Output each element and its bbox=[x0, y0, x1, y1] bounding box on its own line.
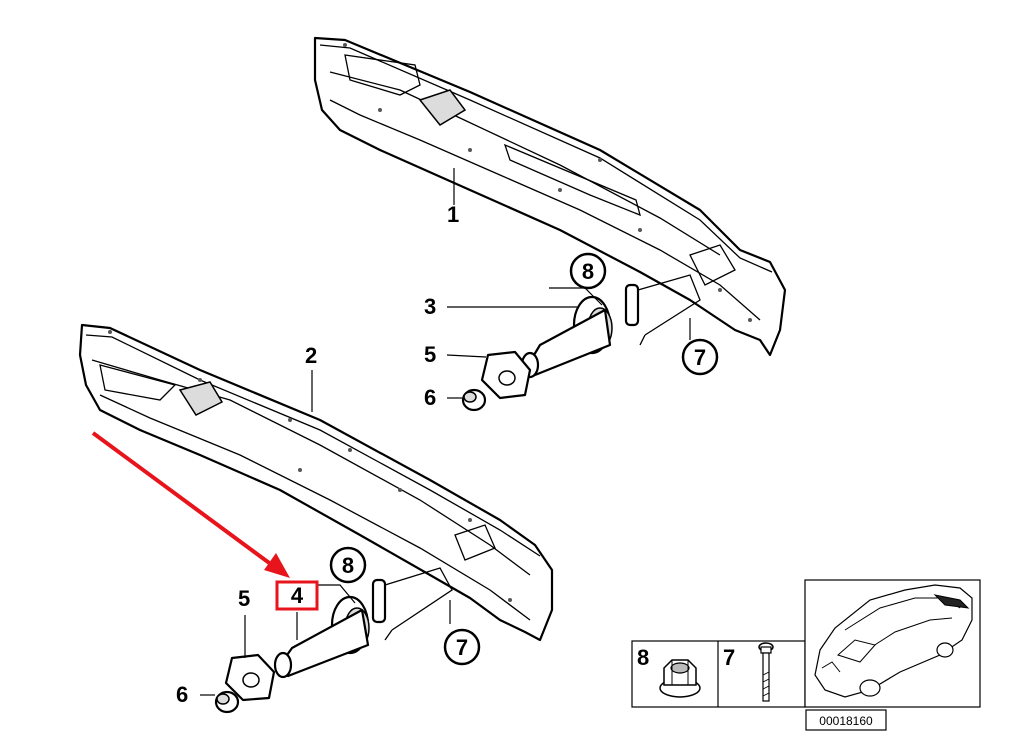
parts-table: 8 7 bbox=[631, 579, 981, 731]
callout-8-bottom: 8 bbox=[342, 553, 354, 578]
bracket-stud-top bbox=[624, 274, 701, 346]
callout-3: 3 bbox=[424, 294, 436, 319]
nut-top bbox=[461, 388, 487, 412]
callout-8-bottom-circle: 8 bbox=[329, 546, 367, 584]
flange-nut-icon bbox=[659, 659, 701, 698]
car-outline-icon bbox=[814, 584, 973, 698]
callout-4: 4 bbox=[291, 583, 304, 608]
diagram-reference-number: 00018160 bbox=[819, 714, 873, 728]
callout-7-bottom-circle: 7 bbox=[443, 628, 481, 666]
callout-7-top-circle: 7 bbox=[681, 338, 719, 376]
impact-absorber-bottom bbox=[273, 595, 370, 679]
bumper-carrier-top bbox=[313, 36, 787, 357]
callout-7-top: 7 bbox=[694, 345, 706, 370]
bumper-carrier-bottom bbox=[78, 323, 554, 642]
callout-1: 1 bbox=[447, 202, 459, 227]
washer-top bbox=[480, 350, 532, 400]
callout-8-top-circle: 8 bbox=[569, 252, 607, 290]
highlight-arrow bbox=[91, 431, 290, 578]
callout-8-top: 8 bbox=[582, 259, 594, 284]
callout-6-top: 6 bbox=[424, 385, 436, 410]
bracket-stud-bottom bbox=[371, 567, 453, 641]
callout-5-top: 5 bbox=[424, 342, 436, 367]
nut-bottom bbox=[214, 690, 240, 714]
washer-bottom bbox=[224, 653, 276, 702]
parts-table-col-8: 8 bbox=[637, 645, 649, 670]
bolt-icon bbox=[758, 642, 774, 702]
highlight-box-part-4: 4 bbox=[275, 580, 319, 611]
callout-7-bottom: 7 bbox=[456, 635, 468, 660]
parts-table-col-7: 7 bbox=[723, 645, 735, 670]
callout-5-bottom: 5 bbox=[238, 586, 250, 611]
impact-absorber-top bbox=[520, 295, 613, 379]
callout-2: 2 bbox=[305, 343, 317, 368]
callout-6-bottom: 6 bbox=[176, 682, 188, 707]
